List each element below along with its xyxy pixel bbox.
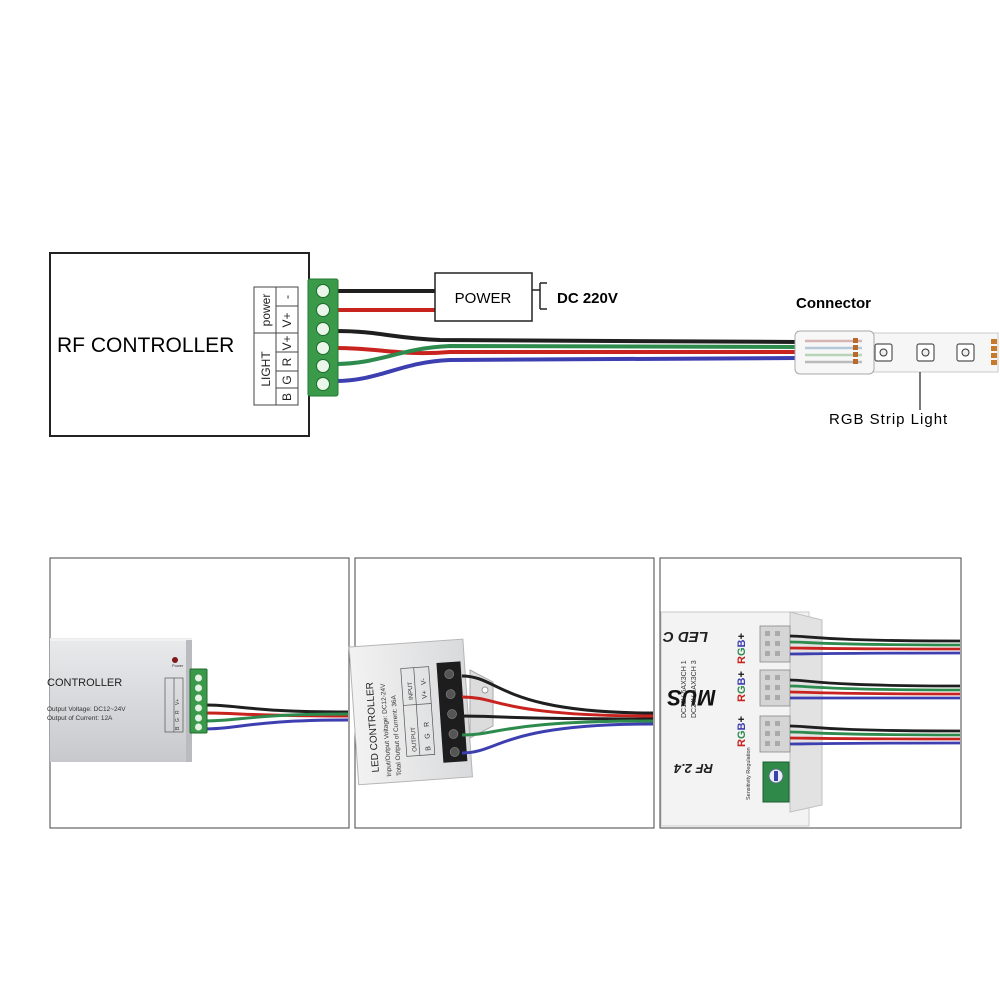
rf-controller-label: RF CONTROLLER	[57, 334, 234, 357]
terminal-label-table	[253, 286, 299, 406]
photo3-brand-mid: MUS	[667, 685, 716, 710]
power-wires	[335, 289, 435, 312]
photo1-title: CONTROLLER	[47, 677, 122, 689]
photo-led-controller: LED CONTROLLER Input/Output Voltage: DC1…	[348, 557, 655, 829]
photo2-pin-b: B	[425, 746, 432, 751]
photo3-knob-label: Sensitivity Regulation	[746, 747, 752, 800]
rgb-wires	[334, 329, 801, 383]
rgb-strip	[859, 332, 999, 373]
photo3-brand-top: LED C	[662, 628, 708, 645]
photo3-spec-line-1: DC12V-5AX3CH 1	[681, 660, 688, 718]
photo1-spec-line-1: Output Voltage: DC12~24V	[47, 706, 126, 713]
photo2-pin-r: R	[424, 722, 431, 728]
photo1-pin-r: R	[175, 710, 181, 714]
photo1-pin-vplus: V+	[175, 699, 181, 705]
photo2-input-label: INPUT	[408, 681, 415, 700]
photo1-terminal-block	[189, 668, 208, 734]
photo1-spec-line-2: Output of Current: 12A	[47, 715, 113, 722]
photo2-pin-g: G	[424, 733, 431, 739]
power-input-label: DC 220V	[557, 290, 618, 307]
photo1-pin-b: B	[175, 726, 181, 730]
terminal-pin-power-minus: -	[280, 295, 294, 299]
photo3-wires	[789, 634, 961, 746]
photo-music-controller: LED C MUS DC12V-5AX3CH 1 DC24V-5AX3CH 3 …	[659, 557, 962, 829]
photo3-channel-label-1: RGB+	[736, 633, 748, 664]
schematic: RF CONTROLLER power LIGHT V+ - B G R V+	[49, 252, 999, 437]
power-plug-symbol	[532, 282, 547, 310]
photo3-model: RF 2.4	[673, 761, 713, 776]
terminal-pin-r: R	[280, 357, 294, 366]
photo2-output-label: OUTPUT	[411, 727, 419, 752]
terminal-pin-power-plus: V+	[280, 312, 294, 327]
photo2-pin-vplus: V+	[421, 690, 429, 699]
photo3-channel-label-2: RGB+	[736, 671, 748, 702]
photo2-pin-vminus: V-	[420, 677, 427, 685]
strip-connector	[794, 330, 875, 375]
terminal-pin-b: B	[280, 393, 294, 401]
terminal-block	[307, 278, 339, 397]
photo1-pin-g: G	[175, 718, 181, 722]
strip-label: RGB Strip Light	[829, 411, 948, 428]
photo3-channel-label-3: RGB+	[736, 716, 748, 747]
photo2-wires	[461, 674, 654, 755]
terminal-pin-vplus: V+	[280, 335, 294, 350]
terminal-pin-g: G	[280, 375, 294, 384]
power-box-label: POWER	[455, 290, 512, 307]
photo3-sensitivity-knob	[762, 761, 790, 803]
terminal-light-label: LIGHT	[259, 351, 273, 387]
terminal-power-label: power	[259, 294, 273, 327]
power-box	[434, 272, 533, 322]
photo1-power-led-label: Power	[172, 663, 184, 668]
photo-rf-controller: Power CONTROLLER Output Voltage: DC12~24…	[47, 557, 350, 829]
connector-label: Connector	[796, 295, 871, 312]
photo1-wires	[204, 703, 349, 731]
strip-solder-pads	[991, 339, 997, 365]
photo3-spec-line-2: DC24V-5AX3CH 3	[691, 660, 698, 718]
